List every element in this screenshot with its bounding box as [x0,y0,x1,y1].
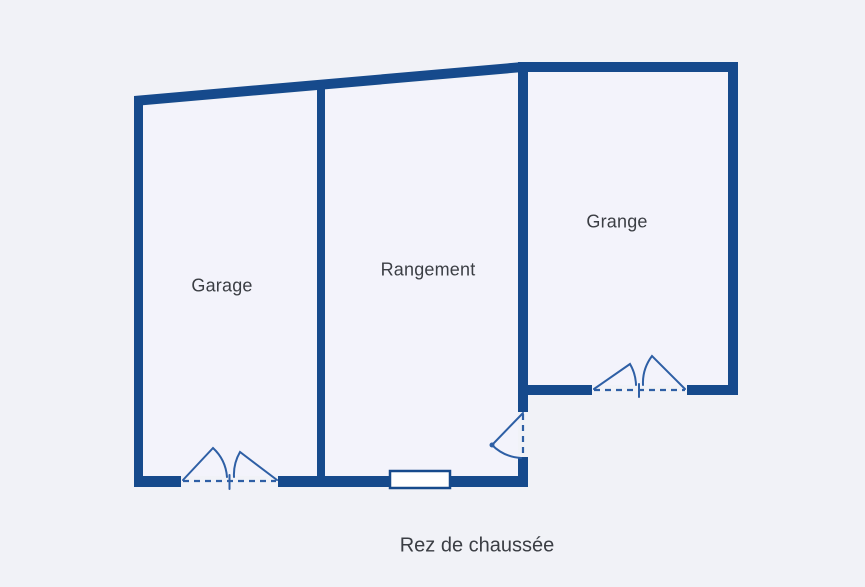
wall-grange-bottom-left-stub [518,385,592,395]
wall-grange-top [518,62,738,72]
grange-door-left-leaf [593,362,637,390]
wall-top-slanted [134,62,523,106]
wall-left [134,96,143,487]
grange-door-right-leaf [641,354,686,390]
grange-double-door [593,354,686,398]
wall-divider-lower-corner [518,457,528,487]
rangement-room-area [325,74,518,476]
wall-bottom-left-stub [134,476,181,487]
grange-room-area [528,72,728,385]
wall-grange-bottom-right-stub [687,385,738,395]
room-label-rangement: Rangement [380,259,476,280]
garage-door-right-leaf [232,450,278,481]
rangement-side-door [489,412,525,459]
walls [134,62,738,487]
wall-bottom-right [450,476,528,487]
garage-double-door [182,446,278,490]
garage-door-left-leaf [182,446,228,481]
garage-room-area [143,91,317,476]
room-label-garage: Garage [191,275,253,296]
room-fills [143,72,728,476]
room-label-grange: Grange [586,211,648,232]
wall-divider-rangement-grange [518,62,528,412]
rangement-window [388,469,452,490]
wall-bottom-middle [278,476,390,487]
rangement-door-hinge-dot [489,442,495,448]
wall-divider-garage-rangement [317,80,325,476]
wall-grange-right [728,62,738,395]
floor-caption: Rez de chaussée [399,534,555,557]
